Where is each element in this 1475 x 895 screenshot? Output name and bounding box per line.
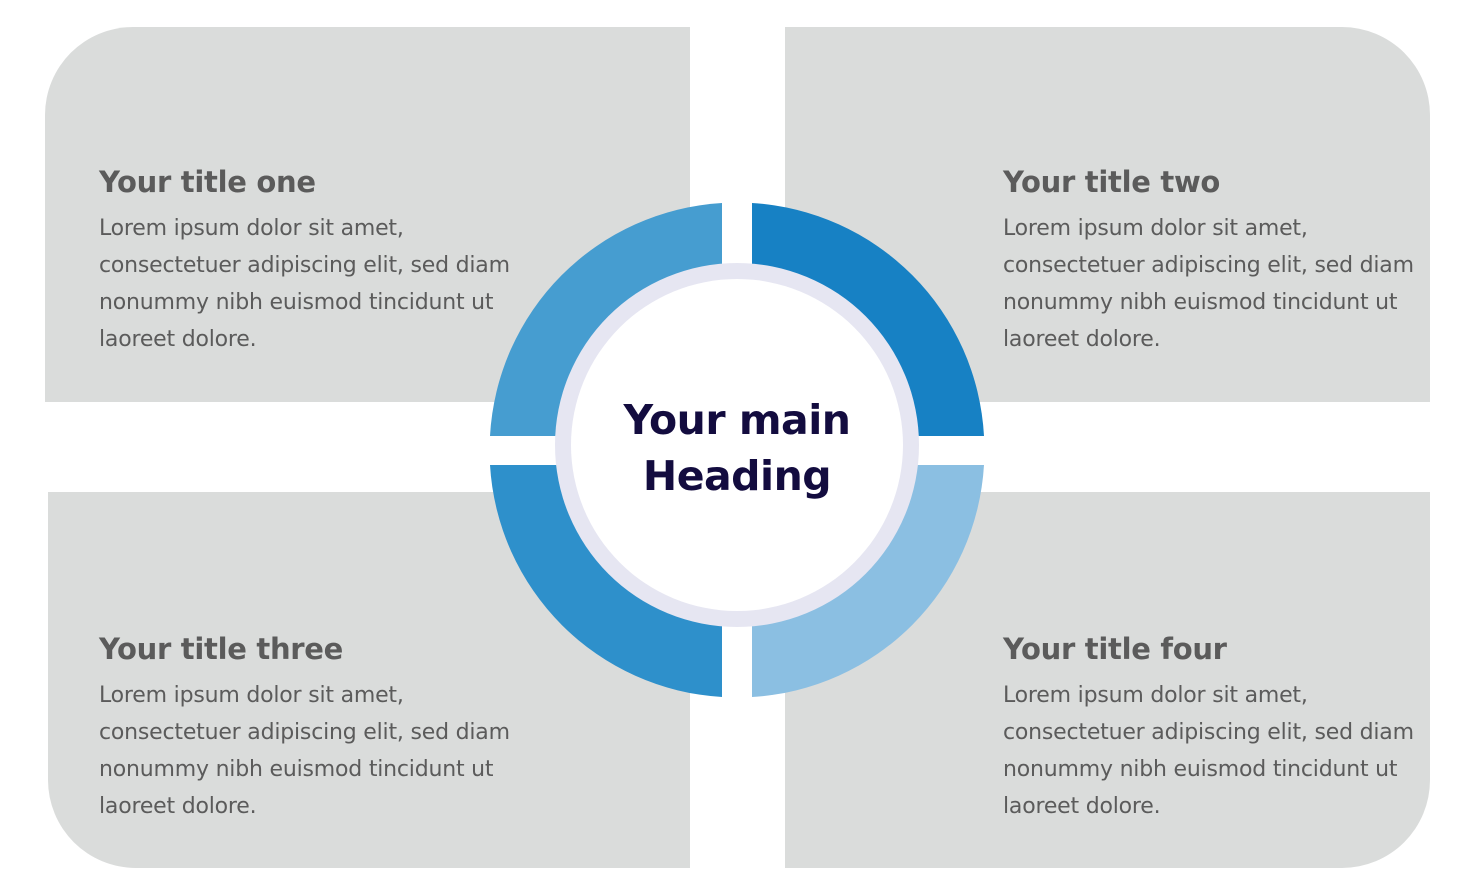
section-one-text: Lorem ipsum dolor sit amet, consectetuer…: [99, 216, 510, 352]
section-three-text: Lorem ipsum dolor sit amet, consectetuer…: [99, 683, 510, 819]
section-one-title: Your title one: [99, 165, 316, 199]
section-three: Your title three Lorem ipsum dolor sit a…: [99, 630, 519, 825]
section-four-text: Lorem ipsum dolor sit amet, consectetuer…: [1003, 683, 1414, 819]
section-two-title: Your title two: [1003, 165, 1221, 199]
main-heading: Your main Heading: [623, 396, 851, 500]
section-two: Your title two Lorem ipsum dolor sit ame…: [1003, 163, 1423, 358]
section-one: Your title one Lorem ipsum dolor sit ame…: [99, 163, 519, 358]
section-four: Your title four Lorem ipsum dolor sit am…: [1003, 630, 1423, 825]
section-four-title: Your title four: [1003, 632, 1227, 666]
section-two-text: Lorem ipsum dolor sit amet, consectetuer…: [1003, 216, 1414, 352]
center-disc: [571, 279, 903, 611]
section-three-title: Your title three: [99, 632, 344, 666]
